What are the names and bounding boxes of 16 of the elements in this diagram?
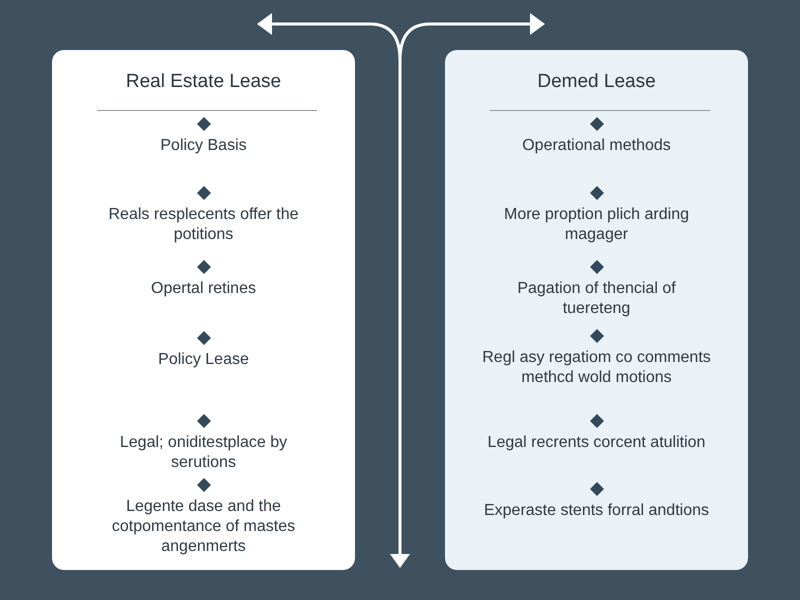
- lease-item: Policy Lease: [88, 350, 318, 370]
- lease-item: Opertal retines: [88, 279, 318, 299]
- panel-heading: Demed Lease: [536, 70, 657, 94]
- lease-item: Pagation of thencial of tuereteng: [496, 279, 696, 319]
- lease-panel: [445, 50, 748, 570]
- panel-heading: Real Estate Lease: [124, 70, 282, 94]
- lease-item: More proption plich arding magager: [486, 205, 706, 245]
- lease-panel: [52, 50, 355, 570]
- lease-item: Operational methods: [522, 136, 672, 156]
- lease-item: Legal recrents corcent atulition: [476, 433, 716, 453]
- lease-item: Policy Basis: [88, 136, 318, 156]
- lease-item: Regl asy regatiom co comments methcd wold motions: [472, 348, 722, 388]
- lease-item: Reals resplecents offer the potitions: [104, 205, 304, 245]
- lease-item: Experaste stents forral andtions: [476, 501, 716, 521]
- lease-item: Legal; oniditestplace by serutions: [104, 433, 304, 473]
- lease-item: Legente dase and the cotpomentance of mastes angenmerts: [78, 497, 328, 557]
